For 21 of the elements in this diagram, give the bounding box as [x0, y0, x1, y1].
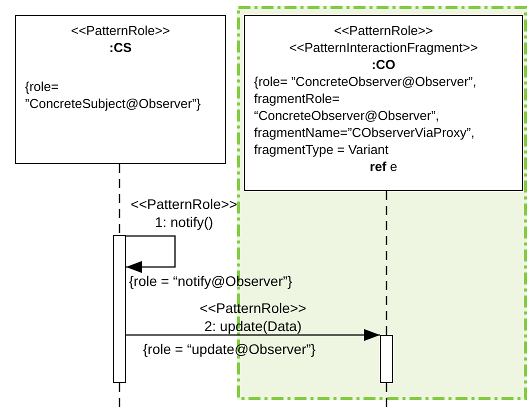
lifeline: [386, 383, 388, 407]
node-text: ref e: [368, 158, 398, 175]
node-text: {role= ”ConcreteSubject@Observer”}: [25, 78, 202, 112]
node-text: <<PatternInteractionFragment>>: [288, 39, 479, 56]
object-name: :CO: [370, 56, 396, 73]
lifeline-head-box: [15, 15, 226, 164]
lifeline: [118, 383, 120, 407]
activation-bar: [380, 335, 393, 383]
activation-bar: [113, 235, 126, 383]
lifeline: [118, 164, 120, 235]
object-name: :CS: [108, 39, 133, 56]
message-label: <<PatternRole>> 1: notify(): [130, 195, 238, 231]
lifeline: [386, 191, 388, 335]
self-message-arrow: [126, 235, 176, 273]
node-text: <<PatternRole>>: [70, 22, 172, 39]
message-arrow: [126, 329, 380, 341]
node-text: <<PatternRole>>: [332, 22, 434, 39]
message-label: <<PatternRole>> 2: update(Data): [198, 299, 308, 335]
lifeline-head-box: [244, 15, 523, 191]
constraint-label: {role = “notify@Observer”}: [129, 273, 292, 289]
constraint-label: {role = “update@Observer”}: [143, 341, 316, 357]
